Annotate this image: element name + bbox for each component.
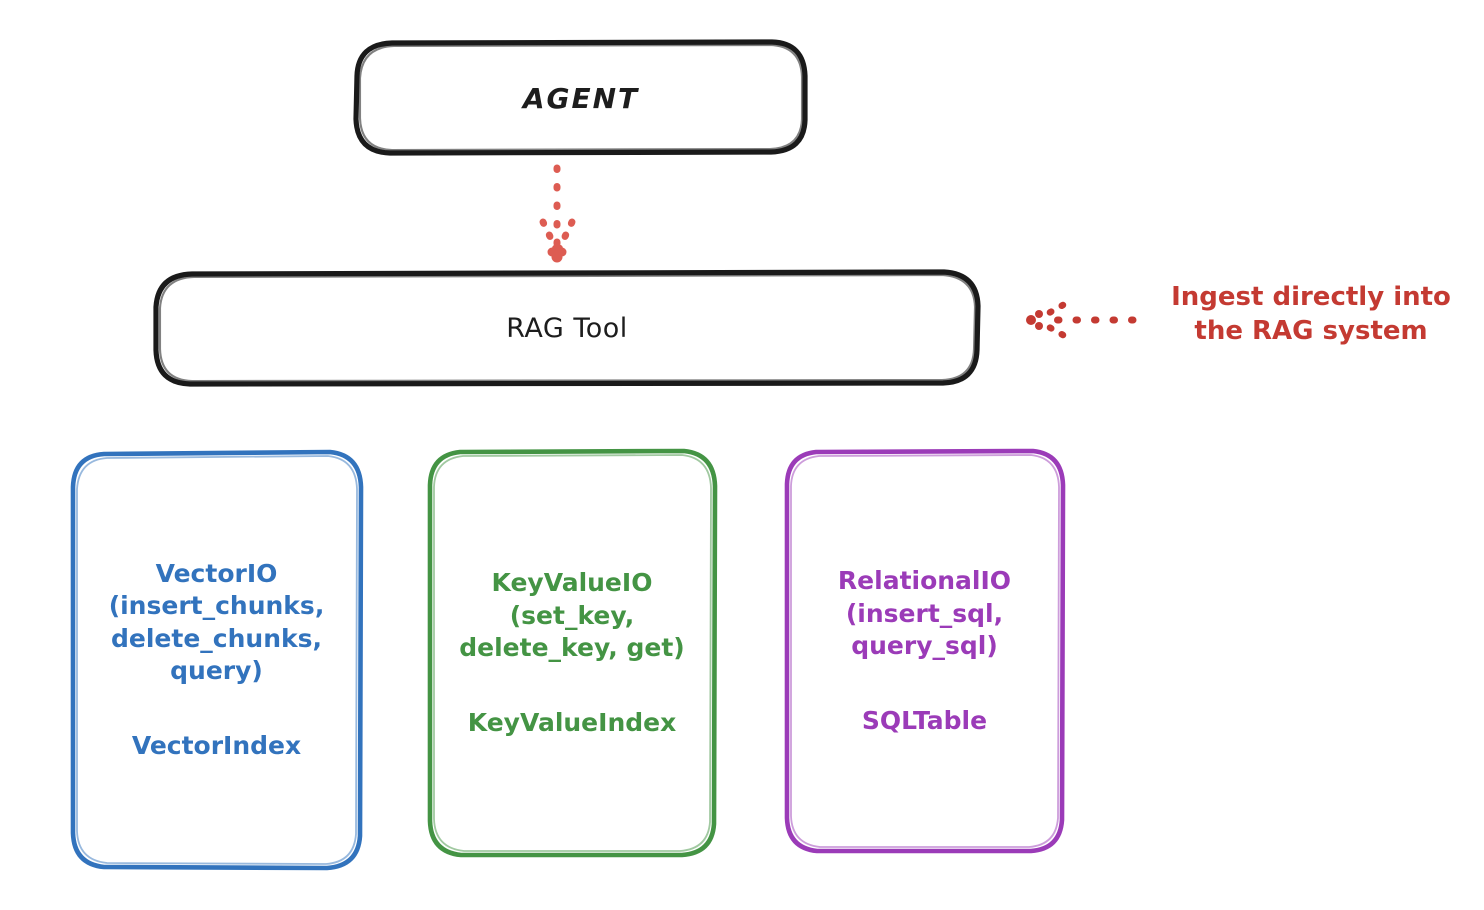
agent-label: AGENT <box>522 81 640 115</box>
relational-io-title: RelationalIO (insert_sql, query_sql) <box>837 566 1012 660</box>
ingest-to-rag-tool-arrow <box>1026 301 1137 339</box>
relational-io-index: SQLTable <box>861 705 988 735</box>
agent-box-outline <box>353 39 808 156</box>
vector-io-title: VectorIO (insert_chunks, delete_chunks, … <box>108 558 325 686</box>
node-rag-tool[interactable]: RAG Tool <box>155 272 979 384</box>
key-value-io-index: KeyValueIndex <box>467 707 677 737</box>
key-value-io-box-outline <box>427 448 718 858</box>
rag-tool-label: RAG Tool <box>506 312 628 344</box>
node-key-value-io[interactable]: KeyValueIO (set_key, delete_key, get) Ke… <box>428 450 716 856</box>
vector-io-box-outline <box>70 449 364 871</box>
relational-io-box-outline <box>784 448 1066 854</box>
vector-io-index: VectorIndex <box>131 730 302 760</box>
rag-tool-box-outline <box>153 269 981 387</box>
node-relational-io[interactable]: RelationalIO (insert_sql, query_sql) SQL… <box>785 450 1064 852</box>
node-agent[interactable]: AGENT <box>356 42 806 154</box>
ingest-annotation-text: Ingest directly into the RAG system <box>1171 282 1451 347</box>
key-value-io-title: KeyValueIO (set_key, delete_key, get) <box>459 568 685 662</box>
agent-to-rag-tool-arrow <box>539 164 576 263</box>
node-vector-io[interactable]: VectorIO (insert_chunks, delete_chunks, … <box>72 452 361 868</box>
